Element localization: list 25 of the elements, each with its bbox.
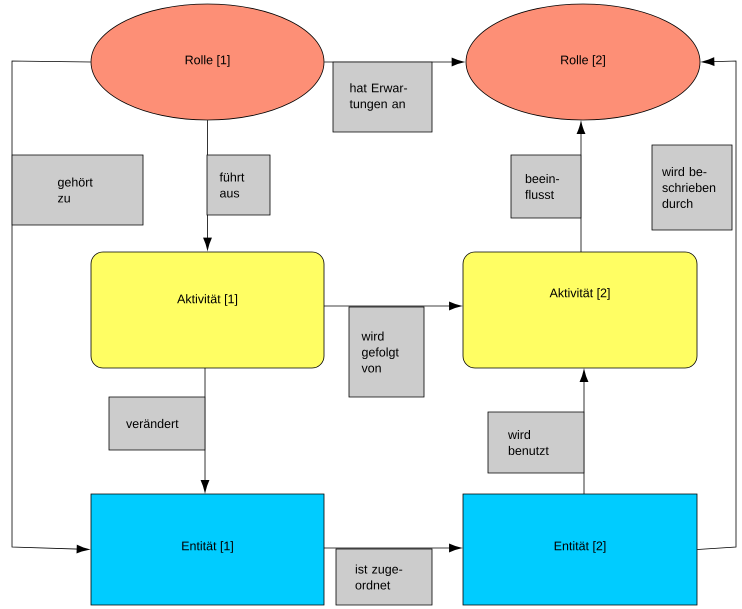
entity-box: [90, 494, 324, 606]
entity-box: [462, 494, 698, 606]
activity-box: [462, 252, 698, 368]
edge-label: gehört zu: [12, 154, 144, 226]
node-label: Entität [2]: [554, 541, 606, 553]
node-label: Rolle [2]: [561, 55, 605, 67]
activity-box: [90, 252, 324, 368]
arrow: [697, 57, 736, 550]
role-ellipse: [466, 4, 700, 120]
edge-label: wird benutzt: [488, 412, 584, 474]
arrow: [12, 60, 91, 554]
edge-label: verändert: [108, 396, 206, 450]
edge-label: beein- flusst: [510, 154, 582, 218]
edge-label: ist zuge- ordnet: [336, 548, 432, 606]
node-label: Rolle [1]: [186, 55, 230, 67]
arrow: [324, 302, 462, 310]
edge-label: wird gefolgt von: [348, 306, 424, 398]
node-label: Entität [1]: [182, 541, 233, 553]
edge-label: hat Erwar- tungen an: [332, 62, 432, 132]
arrow: [324, 544, 462, 552]
edge-label: führt aus: [206, 154, 270, 216]
node-label: Aktivität [2]: [550, 288, 610, 300]
role-ellipse: [90, 4, 324, 120]
node-label: Aktivität [1]: [177, 294, 238, 306]
edge-label: wird be- schrieben durch: [652, 144, 732, 230]
